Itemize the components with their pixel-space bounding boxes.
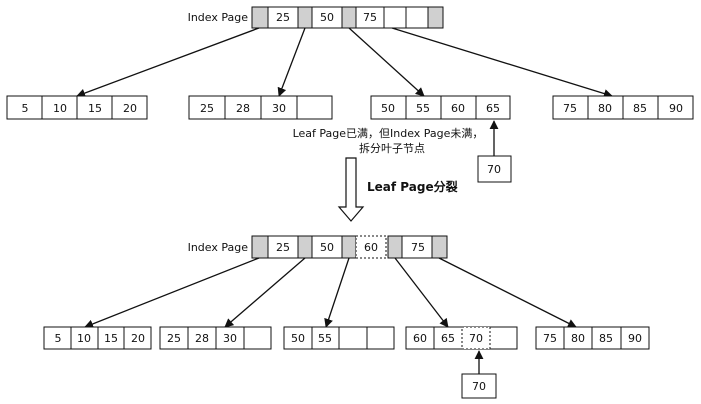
leaf-key: 30	[272, 102, 286, 115]
split-note-line2: 拆分叶子节点	[359, 141, 425, 155]
top-index-key: 75	[363, 11, 377, 24]
bottom-index-key: 50	[320, 241, 334, 254]
pointer-arrow	[391, 27, 613, 98]
leaf-key: 5	[22, 102, 29, 115]
leaf-key: 60	[451, 102, 465, 115]
leaf-key: 85	[633, 102, 647, 115]
bottom-index-key: 75	[411, 241, 425, 254]
leaf-key: 5	[55, 332, 62, 345]
leaf-key: 60	[413, 332, 427, 345]
pointer-arrow	[224, 257, 306, 328]
leaf-key: 75	[543, 332, 557, 345]
top-leaf-page	[552, 95, 694, 120]
pointer-arrow	[394, 257, 449, 328]
bottom-index-key: 60	[364, 241, 378, 254]
leaf-key: 28	[195, 332, 209, 345]
insert-value-box	[477, 155, 512, 183]
top-leaf-page	[370, 95, 511, 120]
leaf-key: 90	[669, 102, 683, 115]
leaf-key: 15	[88, 102, 102, 115]
pointer-arrow	[324, 257, 350, 328]
leaf-key: 20	[123, 102, 137, 115]
insert-value-box	[461, 373, 497, 399]
leaf-key: 15	[104, 332, 118, 345]
leaf-key: 10	[53, 102, 67, 115]
transition-label: Leaf Page分裂	[367, 179, 458, 194]
bottom-leaf-page	[159, 326, 272, 350]
leaf-key: 25	[167, 332, 181, 345]
top-pointer-arrows	[76, 27, 613, 98]
bottom-index-page-label: Index Page	[188, 241, 249, 254]
leaf-key: 70	[469, 332, 483, 345]
leaf-key: 50	[291, 332, 305, 345]
bottom-leaf-page	[283, 326, 395, 350]
pointer-arrow	[438, 257, 577, 328]
leaf-key: 10	[77, 332, 91, 345]
insert-value: 70	[487, 163, 501, 176]
pointer-arrow	[348, 27, 425, 97]
pointer-arrow	[84, 257, 260, 329]
leaf-key: 85	[599, 332, 613, 345]
leaf-key: 75	[563, 102, 577, 115]
top-index-key: 50	[320, 11, 334, 24]
bottom-pointer-arrows	[84, 257, 577, 329]
leaf-key: 80	[571, 332, 585, 345]
top-leaf-page	[6, 95, 148, 120]
bottom-leaf-page	[535, 326, 650, 350]
leaf-key: 55	[416, 102, 430, 115]
insert-value: 70	[472, 380, 486, 393]
top-index-page-label: Index Page	[188, 11, 249, 24]
hollow-down-arrow-icon	[337, 157, 365, 222]
pointer-arrow	[76, 27, 260, 98]
leaf-key: 65	[486, 102, 500, 115]
top-index-key: 25	[276, 11, 290, 24]
leaf-key: 25	[200, 102, 214, 115]
pointer-arrow	[277, 27, 306, 97]
top-index-page	[251, 6, 444, 29]
leaf-key: 30	[223, 332, 237, 345]
bottom-index-key: 25	[276, 241, 290, 254]
leaf-key: 55	[318, 332, 332, 345]
leaf-key: 20	[131, 332, 145, 345]
leaf-key: 80	[598, 102, 612, 115]
top-leaf-page	[188, 95, 333, 120]
leaf-key: 90	[628, 332, 642, 345]
split-note-line1: Leaf Page已满，但Index Page未满，	[293, 127, 484, 140]
bottom-leaf-page	[43, 326, 152, 350]
leaf-key: 28	[236, 102, 250, 115]
bottom-leaf-page	[405, 326, 518, 350]
leaf-key: 65	[441, 332, 455, 345]
leaf-key: 50	[381, 102, 395, 115]
